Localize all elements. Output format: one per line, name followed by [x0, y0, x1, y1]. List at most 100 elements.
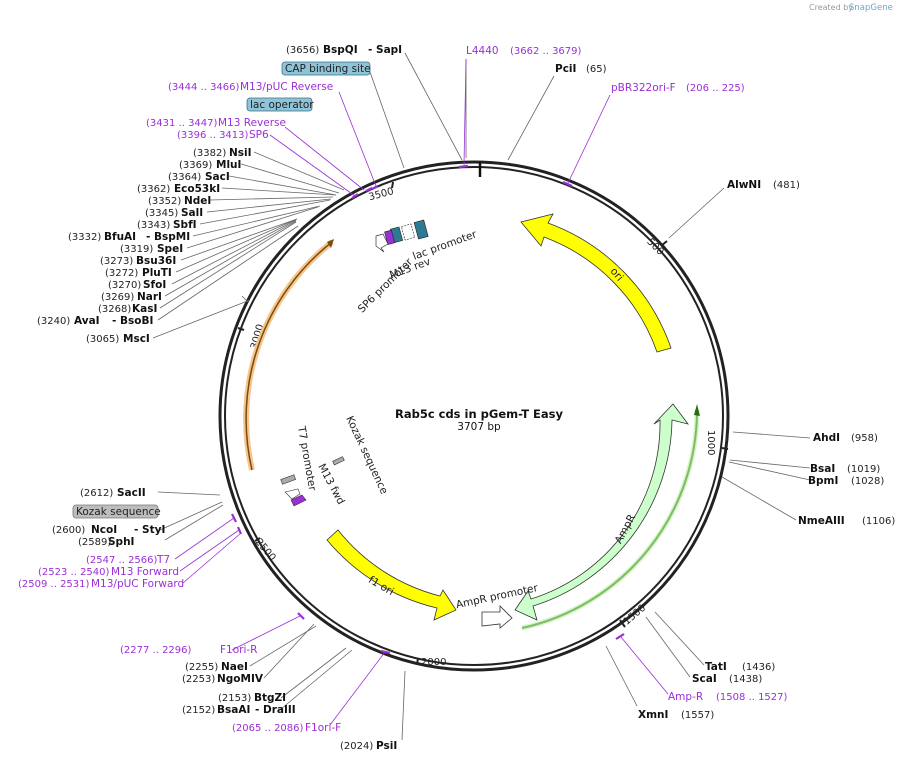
enzyme-name: AlwNI [727, 179, 761, 191]
enzyme-name: Bsu36I [136, 255, 176, 267]
primer-range: (2065 .. 2086) [232, 723, 304, 734]
enzyme-name: ScaI [692, 673, 717, 685]
t7-promoter-arrow [284, 488, 301, 500]
enzyme-name: MluI [216, 159, 241, 171]
enzyme-position: (1557) [681, 710, 714, 721]
enzyme-name: BsaI [810, 463, 835, 475]
enzyme-name: NcoI [91, 524, 117, 536]
enzyme-name: BtgZI [254, 692, 286, 704]
enzyme-name: BspQI [323, 44, 358, 56]
enzyme-position: (3319) [120, 244, 153, 255]
enzyme-name: SacII [117, 487, 146, 499]
cap-binding-site-box [281, 61, 371, 76]
enzyme-name: SphI [108, 536, 134, 548]
enzyme-position: (2589) [78, 537, 111, 548]
enzyme-name: Eco53kI [174, 183, 220, 195]
tick-2000: 2000 [421, 657, 446, 668]
backbone-inner [224, 166, 724, 666]
primer-range: (2547 .. 2566) [86, 555, 158, 566]
enzyme-position: (2024) [340, 741, 373, 752]
leader-lines [152, 52, 811, 741]
enzyme-name: PluTI [142, 267, 172, 279]
primer-name: F1ori-F [305, 722, 341, 734]
primer-name: L4440 [466, 45, 499, 57]
enzyme-position: (3369) [179, 160, 212, 171]
enzyme-position: (1028) [851, 476, 884, 487]
enzyme-position: (3270) [108, 280, 141, 291]
enzyme-name: SacI [205, 171, 230, 183]
enzyme-position: (3364) [168, 172, 201, 183]
enzyme-extra: - StyI [134, 524, 165, 536]
top-features [375, 219, 429, 253]
enzyme-name: PciI [555, 63, 576, 75]
enzyme-name: NarI [137, 291, 162, 303]
primer-range: (2277 .. 2296) [120, 645, 192, 656]
enzyme-name: TatI [705, 661, 727, 673]
enzyme-extra: - DraIII [255, 704, 296, 716]
snapgene-logo: SnapGene [849, 3, 893, 13]
cap-site-block [413, 219, 429, 240]
enzyme-position: (3362) [137, 184, 170, 195]
enzyme-name: NgoMIV [217, 673, 264, 685]
t7-block [280, 474, 296, 485]
tick-1000: 1000 [705, 430, 716, 455]
primer-range: (1508 .. 1527) [716, 692, 788, 703]
enzyme-position: (1106) [862, 516, 895, 527]
enzyme-name: BpmI [808, 475, 838, 487]
ori-arrow [520, 213, 672, 353]
enzyme-labels: BspQI- SapI(3656)PciI(65)AlwNI(481)AhdI(… [37, 44, 895, 752]
enzyme-name: XmnI [638, 709, 668, 721]
plasmid-size: 3707 bp [457, 421, 501, 433]
enzyme-position: (958) [851, 433, 878, 444]
enzyme-name: SbfI [173, 219, 197, 231]
m13-fwd-block [290, 494, 307, 507]
t7-promoter-label: T7 promoter [295, 424, 318, 492]
enzyme-extra: - BspMI [146, 231, 190, 243]
enzyme-name: NmeAIII [798, 515, 845, 527]
primer-name: M13 Reverse [218, 117, 286, 129]
enzyme-name: AvaI [74, 315, 100, 327]
ampr-arrow [514, 403, 689, 621]
enzyme-position: (3268) [98, 304, 131, 315]
primer-name: M13/pUC Reverse [240, 81, 333, 93]
sp6-promoter-label: SP6 promoter [356, 256, 416, 316]
enzyme-position: (3332) [68, 232, 101, 243]
enzyme-position: (1438) [729, 674, 762, 685]
left-features [280, 456, 345, 507]
enzyme-name: SalI [181, 207, 203, 219]
primer-name: T7 [156, 554, 170, 566]
primer-name: SP6 [249, 129, 269, 141]
sp6-promoter-block [375, 233, 389, 253]
plasmid-name: Rab5c cds in pGem-T Easy [395, 407, 564, 421]
enzyme-position: (1019) [847, 464, 880, 475]
primer-range: (3662 .. 3679) [510, 46, 582, 57]
enzyme-name: NsiI [229, 147, 252, 159]
enzyme-position: (3343) [137, 220, 170, 231]
enzyme-name: AhdI [813, 432, 840, 444]
enzyme-name: NdeI [184, 195, 211, 207]
enzyme-position: (2612) [80, 488, 113, 499]
primer-leaders [174, 58, 669, 726]
credit-prefix: Created by [809, 3, 853, 12]
cap-binding-site-label: CAP binding site [285, 63, 371, 75]
enzyme-position: (65) [586, 64, 607, 75]
enzyme-position: (3240) [37, 316, 70, 327]
enzyme-position: (2153) [218, 693, 251, 704]
primer-name: pBR322ori-F [611, 82, 676, 94]
enzyme-position: (3272) [105, 268, 138, 279]
primer-name: M13 Forward [111, 566, 179, 578]
enzyme-position: (3345) [145, 208, 178, 219]
primer-name: M13/pUC Forward [91, 578, 184, 590]
enzyme-position: (3065) [86, 334, 119, 345]
enzyme-position: (2152) [182, 705, 215, 716]
backbone-outer [218, 160, 730, 672]
enzyme-name: BfuAI [104, 231, 136, 243]
primer-range: (3444 .. 3466) [168, 82, 240, 93]
primer-range: (2509 .. 2531) [18, 579, 90, 590]
enzyme-position: (3352) [148, 196, 181, 207]
primer-name: Amp-R [668, 691, 703, 703]
enzyme-position: (481) [773, 180, 800, 191]
lac-operator-box [246, 97, 313, 112]
ampr-promoter-arrow [481, 605, 513, 629]
